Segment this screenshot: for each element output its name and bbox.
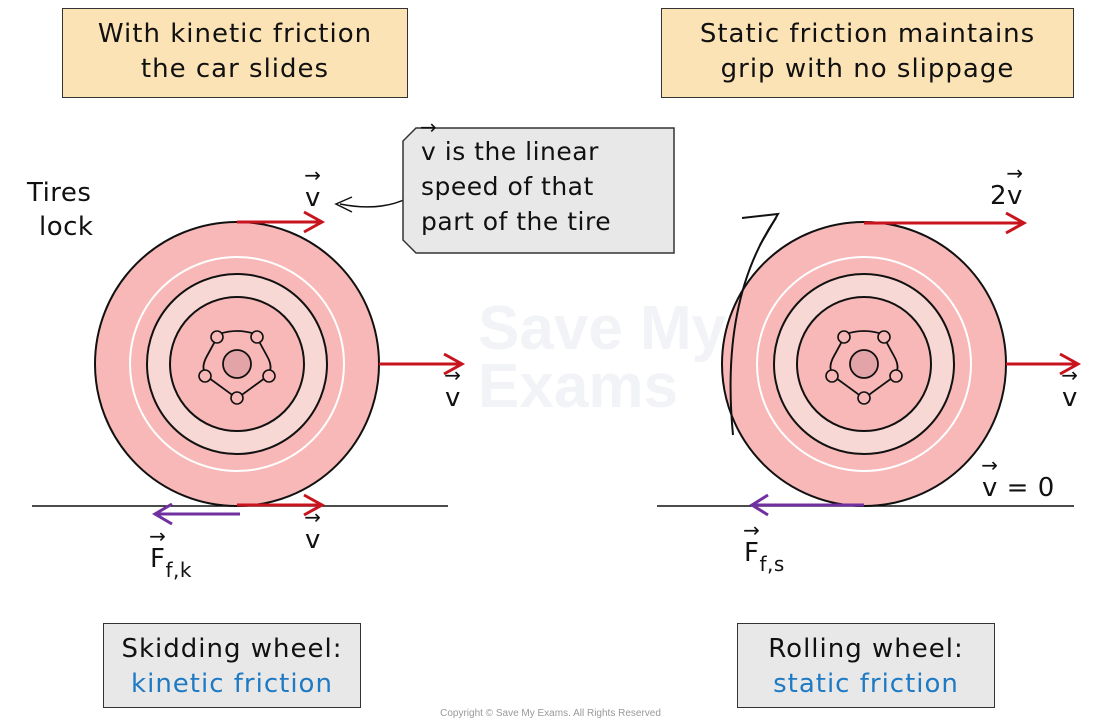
- right-header-line2: grip with no slippage: [720, 54, 1015, 84]
- tires-lock-line2: lock: [39, 212, 94, 242]
- left-top-velocity-label: v: [305, 182, 321, 214]
- left-caption-box: Skidding wheel: kinetic friction: [103, 623, 361, 708]
- right-caption-box: Rolling wheel: static friction: [737, 623, 995, 708]
- left-header-line2: the car slides: [140, 54, 330, 84]
- left-caption-line2: kinetic friction: [131, 669, 333, 699]
- friction-subscript: f,s: [759, 552, 785, 576]
- left-header-line1: With kinetic friction: [97, 19, 373, 49]
- left-top-velocity-arrow: [237, 210, 326, 234]
- tires-lock-line1: Tires: [27, 178, 92, 208]
- vector-v: v: [445, 382, 461, 414]
- right-caption-line2: static friction: [773, 669, 959, 699]
- right-header-line1: Static friction maintains: [699, 19, 1036, 49]
- right-tire: [721, 221, 1007, 507]
- right-center-velocity-label: v: [1062, 382, 1078, 414]
- callout-line3: part of the tire: [421, 207, 612, 236]
- vector-v: v: [421, 134, 436, 169]
- callout-line2: speed of that: [421, 172, 594, 201]
- left-bottom-velocity-label: v: [305, 524, 321, 556]
- right-top-velocity-arrow: [864, 211, 1028, 235]
- left-center-velocity-label: v: [445, 382, 461, 414]
- watermark-line2: Exams: [478, 352, 678, 421]
- vector-v: v: [1007, 180, 1023, 212]
- watermark-line1: Save My: [478, 294, 727, 363]
- tires-lock-label: Tires lock: [27, 176, 93, 244]
- static-friction-label: Ff,s: [744, 537, 785, 576]
- vector-v: v: [982, 472, 998, 504]
- rotation-arrow-head: [741, 212, 780, 246]
- vector-v: v: [1062, 382, 1078, 414]
- left-wheel: [32, 210, 466, 526]
- callout-line1: v is the linear: [421, 134, 674, 169]
- friction-subscript: f,k: [165, 558, 192, 582]
- right-top-velocity-label: 2v: [990, 180, 1023, 212]
- left-header-box: With kinetic friction the car slides: [62, 8, 408, 98]
- right-caption-line1: Rolling wheel:: [768, 634, 964, 664]
- kinetic-friction-label: Ff,k: [150, 543, 192, 582]
- callout-text: v is the linear speed of that part of th…: [403, 128, 674, 253]
- static-friction-arrow: [749, 493, 864, 517]
- callout-outline: [402, 127, 675, 254]
- equals-zero: = 0: [1006, 473, 1055, 503]
- callout-line1-text: is the linear: [436, 137, 599, 166]
- contact-velocity-label: v = 0: [982, 472, 1055, 504]
- vector-F: F: [744, 537, 759, 569]
- kinetic-friction-arrow: [152, 502, 240, 526]
- copyright-notice: Copyright © Save My Exams. All Rights Re…: [440, 708, 661, 719]
- coefficient: 2: [990, 181, 1008, 211]
- vector-v: v: [305, 524, 321, 556]
- left-caption-line1: Skidding wheel:: [121, 634, 343, 664]
- right-header-box: Static friction maintains grip with no s…: [661, 8, 1074, 98]
- watermark: Save My Exams: [478, 294, 727, 421]
- left-tire: [94, 221, 380, 507]
- right-wheel: [657, 211, 1082, 517]
- vector-F: F: [150, 543, 165, 575]
- vector-v: v: [305, 182, 321, 214]
- callout-pointer: [334, 193, 414, 213]
